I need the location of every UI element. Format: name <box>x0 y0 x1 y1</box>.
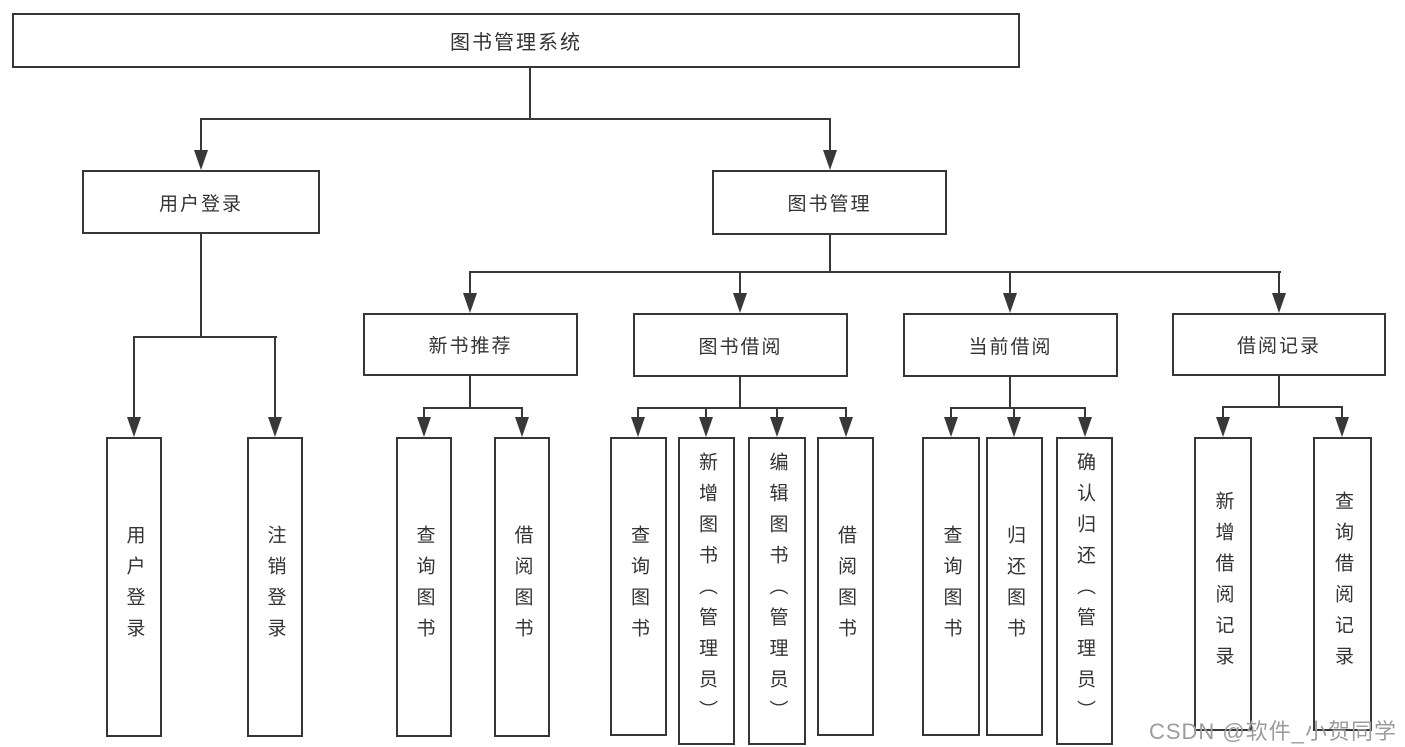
connector-user-login-drop <box>200 233 202 338</box>
connector-root-drop <box>529 68 531 120</box>
leaf-edit-books-admin: 编辑图书（管理员） <box>748 437 806 745</box>
connector-book-borrow-rail <box>637 407 847 409</box>
arrowhead-down-icon <box>1335 417 1349 437</box>
arrowhead-down-icon <box>699 417 713 437</box>
arrowhead-down-icon <box>194 150 208 170</box>
arrowhead-down-icon <box>944 417 958 437</box>
connector-to-leaf <box>1222 406 1224 421</box>
node-book-management: 图书管理 <box>712 170 947 235</box>
arrowhead-down-icon <box>733 293 747 313</box>
arrowhead-down-icon <box>417 417 431 437</box>
connector-user-login-rail <box>133 336 277 338</box>
arrowhead-down-icon <box>127 417 141 437</box>
arrowhead-down-icon <box>463 293 477 313</box>
node-new-book-recommendation: 新书推荐 <box>363 313 578 376</box>
connector-borrow-records-drop <box>1278 375 1280 408</box>
arrowhead-down-icon <box>1078 417 1092 437</box>
connector-book-borrow-drop <box>739 377 741 409</box>
leaf-query-books-current: 查询图书 <box>922 437 980 736</box>
connector-to-leaf <box>1341 406 1343 421</box>
connector-root-rail <box>200 118 831 120</box>
leaf-add-borrow-record: 新增借阅记录 <box>1194 437 1252 731</box>
arrowhead-down-icon <box>823 150 837 170</box>
leaf-add-books-admin: 新增图书（管理员） <box>678 437 735 745</box>
leaf-query-borrow-record: 查询借阅记录 <box>1313 437 1372 731</box>
node-current-borrowing: 当前借阅 <box>903 313 1118 377</box>
arrowhead-down-icon <box>1216 417 1230 437</box>
connector-to-leaf <box>521 407 523 421</box>
leaf-user-login: 用户登录 <box>106 437 162 737</box>
connector-root-to-user-login <box>200 118 202 154</box>
arrowhead-down-icon <box>1003 293 1017 313</box>
connector-to-leaf <box>845 407 847 421</box>
connector-borrow-records-rail <box>1222 406 1343 408</box>
node-book-borrowing: 图书借阅 <box>633 313 848 377</box>
connector-to-leaf <box>950 407 952 421</box>
arrowhead-down-icon <box>839 417 853 437</box>
node-library-management-system: 图书管理系统 <box>12 13 1020 68</box>
connector-current-borrow-drop <box>1009 377 1011 409</box>
connector-to-borrow-records <box>1278 271 1280 297</box>
connector-root-to-book-management <box>829 118 831 154</box>
connector-to-leaf <box>1084 407 1086 421</box>
leaf-borrow-books-recommend: 借阅图书 <box>494 437 550 737</box>
connector-to-current-borrow <box>1009 271 1011 297</box>
node-borrowing-records: 借阅记录 <box>1172 313 1386 376</box>
leaf-borrow-books: 借阅图书 <box>817 437 874 736</box>
csdn-watermark: CSDN @软件_小贺同学 <box>1148 719 1397 744</box>
connector-to-leaf <box>133 336 135 421</box>
connector-to-leaf <box>274 336 276 421</box>
leaf-confirm-return-admin: 确认归还（管理员） <box>1056 437 1113 745</box>
connector-book-management-drop <box>829 234 831 273</box>
arrowhead-down-icon <box>268 417 282 437</box>
node-user-login: 用户登录 <box>82 170 320 234</box>
arrowhead-down-icon <box>631 417 645 437</box>
connector-book-management-rail <box>469 271 1281 273</box>
leaf-query-books-recommend: 查询图书 <box>396 437 452 737</box>
connector-to-leaf <box>776 407 778 421</box>
connector-to-leaf <box>637 407 639 421</box>
connector-to-leaf <box>423 407 425 421</box>
arrowhead-down-icon <box>515 417 529 437</box>
leaf-return-books: 归还图书 <box>986 437 1043 736</box>
connector-to-leaf <box>705 407 707 421</box>
arrowhead-down-icon <box>770 417 784 437</box>
connector-to-new-book <box>469 271 471 297</box>
arrowhead-down-icon <box>1007 417 1021 437</box>
connector-new-book-rail <box>423 407 523 409</box>
connector-current-borrow-rail <box>950 407 1086 409</box>
leaf-query-books-borrowing: 查询图书 <box>610 437 667 736</box>
arrowhead-down-icon <box>1272 293 1286 313</box>
connector-new-book-drop <box>469 375 471 409</box>
connector-to-leaf <box>1013 407 1015 421</box>
leaf-logout: 注销登录 <box>247 437 303 737</box>
connector-to-book-borrow <box>739 271 741 297</box>
